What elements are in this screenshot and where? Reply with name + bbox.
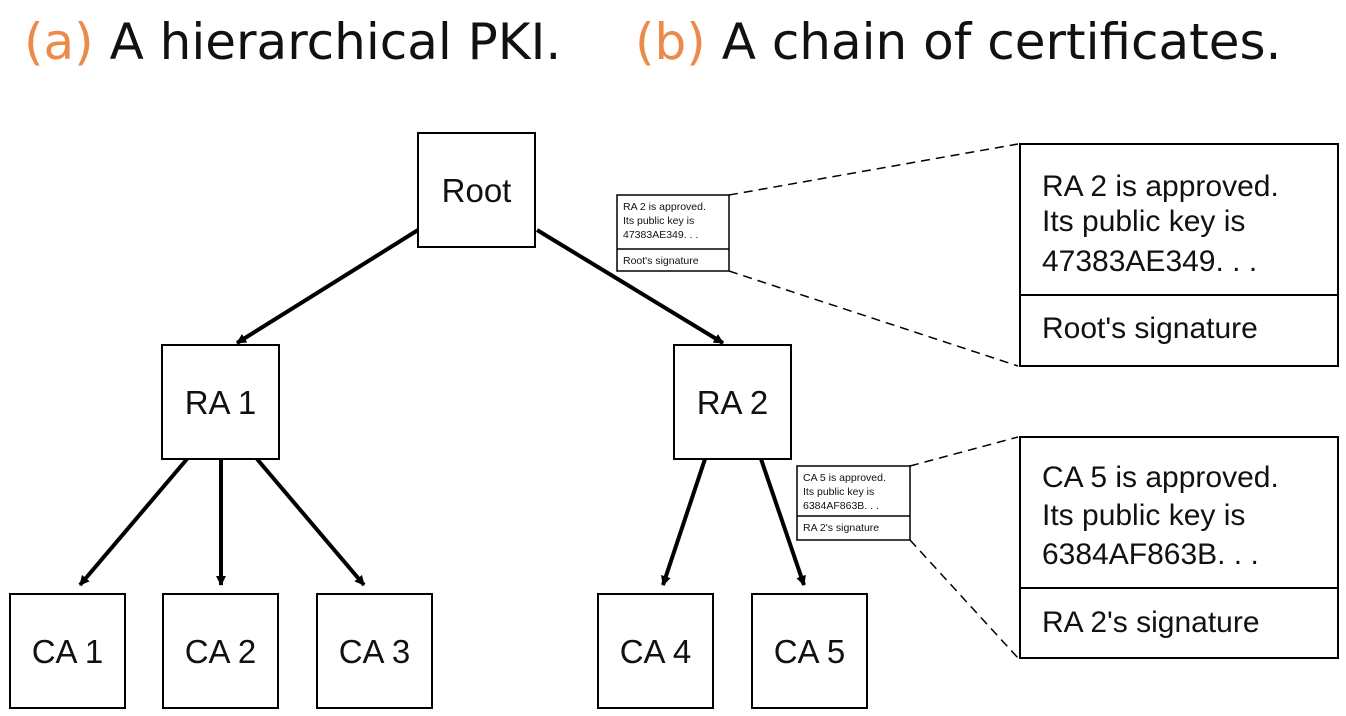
certificate-ra2-large: RA 2 is approved. Its public key is 4738…: [1019, 143, 1339, 367]
node-ca3-label: CA 3: [339, 633, 411, 670]
edge-ra2-ca5: [759, 458, 806, 586]
node-ca1-label: CA 1: [32, 633, 104, 670]
cert-ra2-signature: Root's signature: [1042, 312, 1258, 345]
zoom-line-cert2-top: [909, 436, 1019, 467]
node-ca5: CA 5: [751, 593, 868, 709]
edge-root-ra1: [235, 228, 420, 345]
node-ra2-label: RA 2: [697, 384, 769, 421]
node-ca4: CA 4: [597, 593, 714, 709]
node-ra1: RA 1: [161, 344, 280, 460]
zoom-line-cert1-bottom: [728, 270, 1019, 367]
zoom-line-cert2-bottom: [909, 539, 1019, 659]
part-b-tag: (b): [635, 13, 706, 71]
cert-ca5-small-signature: RA 2's signature: [803, 522, 879, 534]
cert-ra2-line-2: Its public key is: [1042, 205, 1245, 238]
node-ra1-label: RA 1: [185, 384, 257, 421]
cert-ra2-line-3: 47383AE349. . .: [1042, 245, 1257, 278]
cert-ra2-small-line-3: 47383AE349. . .: [623, 229, 698, 241]
node-root: Root: [417, 132, 536, 248]
node-root-label: Root: [442, 172, 512, 209]
node-ca2: CA 2: [162, 593, 279, 709]
node-ca5-label: CA 5: [774, 633, 846, 670]
certificate-ca5-large: CA 5 is approved. Its public key is 6384…: [1019, 436, 1339, 659]
cert-ra2-small-line-1: RA 2 is approved.: [623, 201, 706, 213]
certificate-ra2-small: RA 2 is approved. Its public key is 4738…: [616, 194, 730, 272]
cert-ra2-small-line-2: Its public key is: [623, 215, 694, 227]
certificate-ca5-small: CA 5 is approved. Its public key is 6384…: [796, 465, 911, 541]
cert-ca5-small-line-2: Its public key is: [803, 486, 874, 498]
zoom-line-cert1-top: [728, 143, 1019, 196]
cert-ca5-line-3: 6384AF863B. . .: [1042, 538, 1259, 571]
cert-ca5-small-line-1: CA 5 is approved.: [803, 472, 886, 484]
cert-ra2-small-signature: Root's signature: [623, 255, 699, 267]
cert-ca5-line-2: Its public key is: [1042, 499, 1245, 532]
tree-edges: [78, 228, 806, 587]
cert-ca5-line-1: CA 5 is approved.: [1042, 461, 1279, 494]
node-ca1: CA 1: [9, 593, 126, 709]
edge-ra1-ca3: [255, 457, 366, 587]
figure-title: (a) A hierarchical PKI. (b) A chain of c…: [24, 2, 1281, 82]
node-ra2: RA 2: [673, 344, 792, 460]
part-a-caption: A hierarchical PKI.: [109, 13, 562, 71]
edge-ra1-ca1: [78, 457, 189, 587]
edge-ra2-ca4: [661, 458, 707, 586]
node-ca3: CA 3: [316, 593, 433, 709]
part-b-caption: A chain of certificates.: [721, 13, 1282, 71]
cert-ra2-line-1: RA 2 is approved.: [1042, 170, 1279, 203]
cert-ca5-small-line-3: 6384AF863B. . .: [803, 500, 879, 512]
edge-root-ra2: [535, 228, 725, 345]
part-a-tag: (a): [24, 13, 94, 71]
zoom-lines: [728, 143, 1019, 659]
cert-ca5-signature: RA 2's signature: [1042, 606, 1260, 639]
node-ca2-label: CA 2: [185, 633, 257, 670]
node-ca4-label: CA 4: [620, 633, 692, 670]
